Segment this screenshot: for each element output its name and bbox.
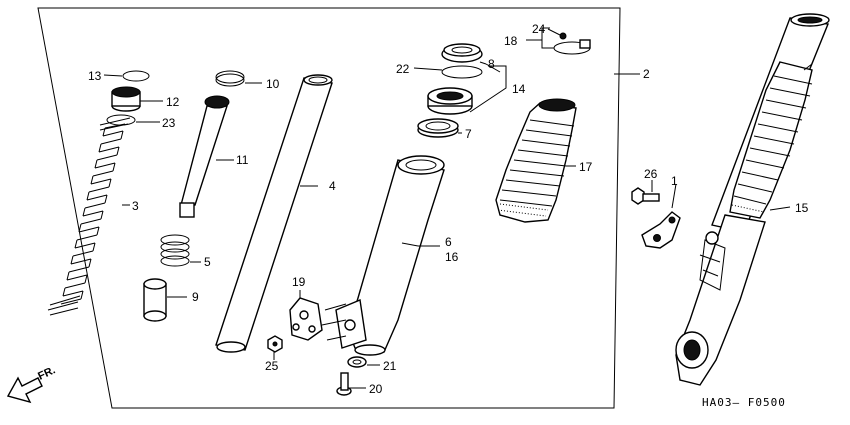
callout-21: 21 <box>383 359 397 373</box>
callout-5: 5 <box>204 255 211 269</box>
callout-14: 14 <box>512 82 526 96</box>
callout-17: 17 <box>579 160 593 174</box>
damper-rod-11 <box>179 95 234 218</box>
fork-cap-12 <box>111 86 163 112</box>
callout-18: 18 <box>504 34 518 48</box>
callout-1: 1 <box>671 174 678 188</box>
fork-pipe-4 <box>215 74 333 353</box>
callout-10: 10 <box>266 77 280 91</box>
callout-20: 20 <box>369 382 383 396</box>
front-direction-arrow: FR. <box>6 364 57 404</box>
oil-seal-14 <box>427 63 507 115</box>
socket-bolt-20 <box>336 372 366 396</box>
callout-15: 15 <box>795 201 809 215</box>
callout-9: 9 <box>192 290 199 304</box>
dust-seal-8 <box>441 43 487 65</box>
callout-19: 19 <box>292 275 306 289</box>
callout-7: 7 <box>465 127 472 141</box>
callout-6: 6 <box>445 235 452 249</box>
callout-4: 4 <box>329 179 336 193</box>
assembly-frame <box>37 7 621 409</box>
callout-12: 12 <box>166 95 180 109</box>
direction-label: FR. <box>36 364 57 382</box>
caliper-bracket-19 <box>289 290 323 341</box>
backup-ring-7 <box>417 118 462 138</box>
callout-2: 2 <box>643 67 650 81</box>
rebound-spring-5 <box>160 234 201 267</box>
callout-23: 23 <box>162 116 176 130</box>
nut-25 <box>267 335 283 360</box>
washer-21 <box>347 356 380 368</box>
fork-boot-17 <box>495 98 577 223</box>
slider-ring-10 <box>215 70 262 87</box>
fork-slider <box>321 155 445 356</box>
o-ring-23 <box>106 114 160 126</box>
fork-spring <box>47 117 131 316</box>
callout-11: 11 <box>236 153 249 167</box>
bolt-26 <box>631 180 660 205</box>
callout-22: 22 <box>396 62 410 76</box>
callout-8: 8 <box>488 57 495 71</box>
oil-lock-piece-9 <box>143 278 187 322</box>
callout-25: 25 <box>265 359 279 373</box>
fork-assembly-15 <box>675 13 830 386</box>
circlip-13 <box>103 70 150 82</box>
figure-code: HA03— F0500 <box>702 396 786 409</box>
callout-13: 13 <box>88 69 102 83</box>
callout-24: 24 <box>532 22 546 36</box>
callout-3: 3 <box>132 199 139 213</box>
bracket-1 <box>641 183 681 249</box>
callout-16: 16 <box>445 250 459 264</box>
boot-clamp-18 <box>526 27 591 55</box>
stopper-ring-22 <box>413 65 483 79</box>
callout-26: 26 <box>644 167 658 181</box>
